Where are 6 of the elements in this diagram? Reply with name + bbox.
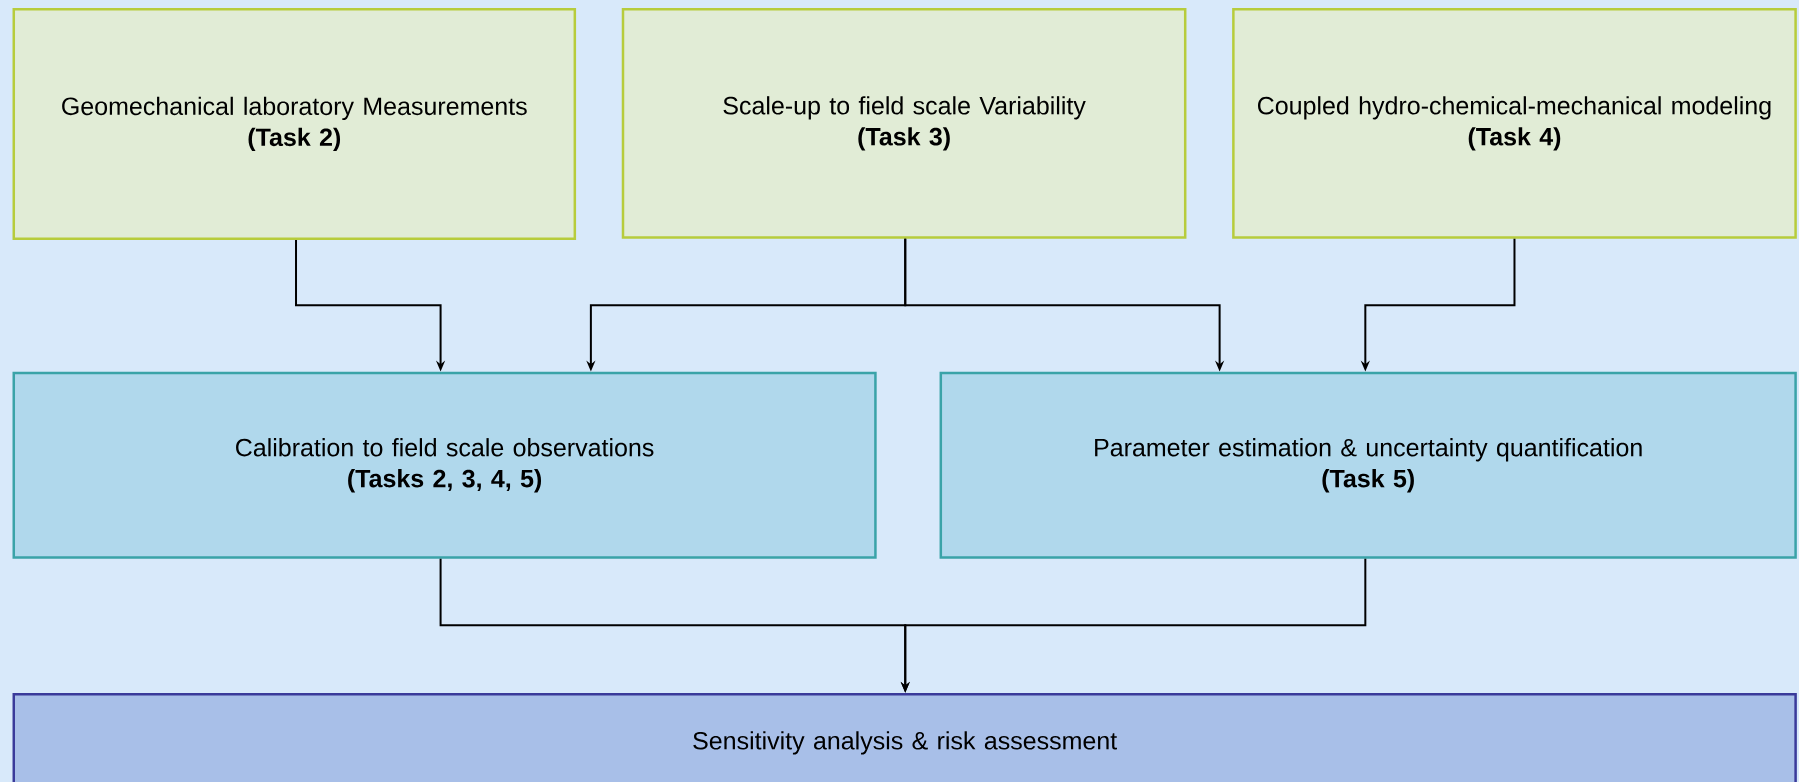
process-box: Scale-up to field scale Variability (Task 3): [621, 7, 1187, 239]
process-box: Geomechanical laboratory Measurements (Task 2): [12, 7, 577, 240]
process-box: Calibration to field scale observations (Tasks 2, 3, 4, 5): [12, 371, 877, 559]
process-box: Sensitivity analysis & risk assessment: [12, 692, 1797, 782]
process-box: Parameter estimation & uncertainty quantification (Task 5): [939, 371, 1797, 559]
process-box: Coupled hydro-chemical-mechanical modeling (Task 4): [1232, 7, 1797, 239]
